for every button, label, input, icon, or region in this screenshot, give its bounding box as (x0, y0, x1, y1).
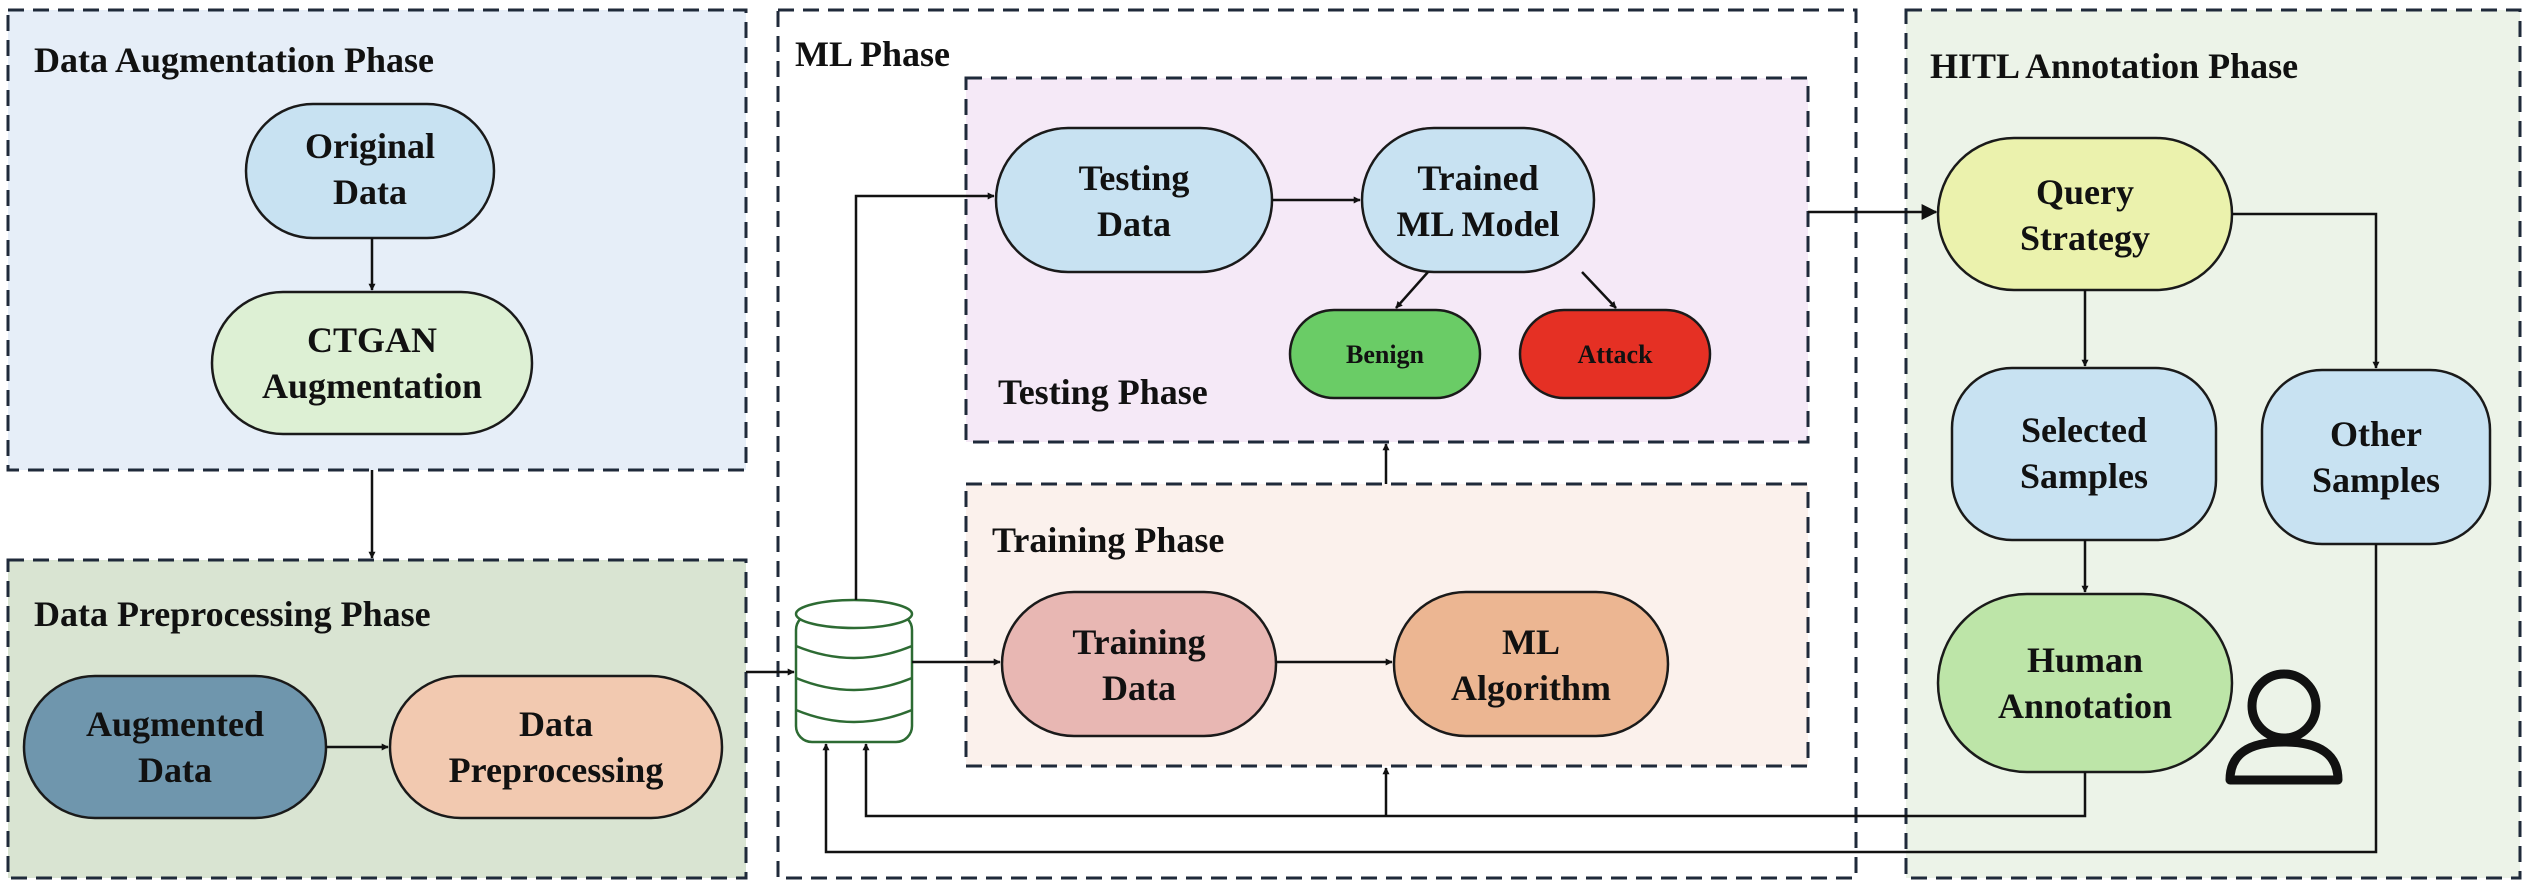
arrow-model-to-benign (1395, 271, 1429, 309)
ctgan-label-line2: Augmentation (262, 366, 482, 406)
original-data-node: Original Data (244, 102, 496, 240)
data-preprocessing-node: Data Preprocessing (388, 674, 724, 820)
selected-samples-label-line1: Selected (2021, 410, 2147, 450)
attack-label: Attack (1577, 340, 1653, 369)
database-icon (794, 598, 914, 744)
attack-node: Attack (1518, 308, 1712, 400)
ml-algorithm-label-line2: Algorithm (1451, 668, 1611, 708)
other-samples-label-line1: Other (2330, 414, 2422, 454)
query-strategy-label-line2: Strategy (2020, 218, 2150, 258)
ml-algorithm-label-line1: ML (1502, 622, 1560, 662)
human-annotation-label-line1: Human (2027, 640, 2143, 680)
original-data-label-line1: Original (305, 126, 435, 166)
arrow-query-to-other (2232, 212, 2380, 369)
user-icon (2225, 669, 2343, 785)
data-augmentation-phase-title: Data Augmentation Phase (34, 40, 434, 80)
ml-phase-title: ML Phase (795, 34, 950, 74)
data-preprocessing-label-line2: Preprocessing (449, 750, 664, 790)
augmented-data-node: Augmented Data (22, 674, 328, 820)
training-data-node: Training Data (1000, 590, 1278, 738)
trained-model-label-line2: ML Model (1397, 204, 1560, 244)
human-annotation-label-line2: Annotation (1998, 686, 2172, 726)
human-annotation-node: Human Annotation (1936, 592, 2234, 774)
query-strategy-node: Query Strategy (1936, 136, 2234, 292)
original-data-label-line2: Data (333, 172, 407, 212)
training-data-label-line1: Training (1072, 622, 1205, 662)
testing-data-label-line1: Testing (1079, 158, 1190, 198)
arrow-model-to-attack (1581, 271, 1617, 309)
arrow-other-feedback-to-database (822, 544, 2378, 854)
ctgan-augmentation-node: CTGAN Augmentation (210, 290, 534, 436)
testing-phase-title: Testing Phase (998, 372, 1208, 412)
training-data-label-line2: Data (1102, 668, 1176, 708)
training-phase-title: Training Phase (992, 520, 1224, 560)
arrow-human-feedback-line (862, 743, 2087, 818)
query-strategy-label-line1: Query (2036, 172, 2134, 212)
augmented-data-label-line1: Augmented (86, 704, 264, 744)
arrow-database-to-testing-data (854, 192, 995, 600)
ctgan-label-line1: CTGAN (307, 320, 437, 360)
selected-samples-node: Selected Samples (1950, 366, 2218, 542)
benign-node: Benign (1288, 308, 1482, 400)
data-preprocessing-phase-title: Data Preprocessing Phase (34, 594, 431, 634)
selected-samples-label-line2: Samples (2020, 456, 2148, 496)
testing-data-label-line2: Data (1097, 204, 1171, 244)
trained-ml-model-node: Trained ML Model (1360, 126, 1596, 274)
trained-model-label-line1: Trained (1417, 158, 1538, 198)
hitl-annotation-phase-title: HITL Annotation Phase (1930, 46, 2298, 86)
ml-algorithm-node: ML Algorithm (1392, 590, 1670, 738)
data-preprocessing-label-line1: Data (519, 704, 593, 744)
other-samples-label-line2: Samples (2312, 460, 2440, 500)
benign-label: Benign (1346, 340, 1425, 369)
other-samples-node: Other Samples (2260, 368, 2492, 546)
augmented-data-label-line2: Data (138, 750, 212, 790)
testing-data-node: Testing Data (994, 126, 1274, 274)
